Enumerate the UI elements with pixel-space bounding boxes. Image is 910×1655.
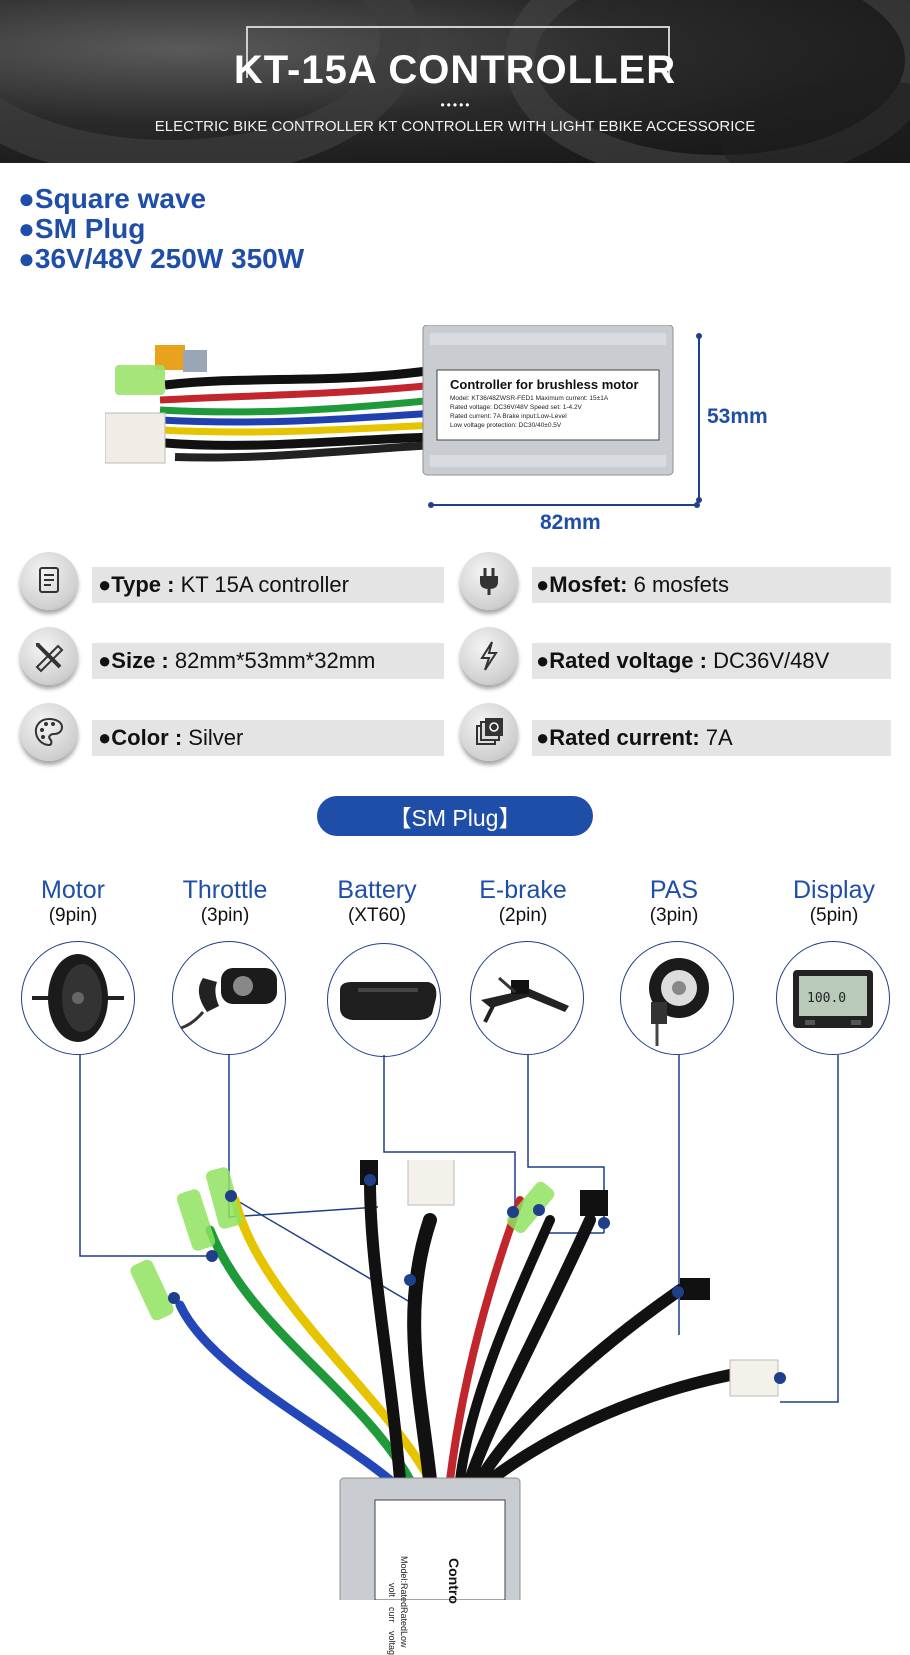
bottom-label-line: Rated volt [387, 1583, 409, 1608]
spec-value: 7A [705, 725, 733, 750]
lcd-display-icon: 100.0 [776, 941, 890, 1055]
label-line: Rated current: 7A Brake input:Low-Level [450, 413, 567, 420]
brake-lever-icon [470, 941, 584, 1055]
connector-pins: (9pin) [48, 905, 98, 926]
dimension-dot [694, 502, 700, 508]
spec-value: KT 15A controller [180, 572, 349, 597]
dimension-dot [696, 497, 702, 503]
spec-label: ●Size : [98, 648, 175, 673]
header-banner: KT-15A CONTROLLER ••••• ELECTRIC BIKE CO… [0, 0, 910, 163]
connector-pins: (3pin) [200, 905, 250, 926]
spec-label: ●Rated current: [536, 725, 706, 750]
feature-item: ●SM Plug [18, 213, 146, 244]
ruler-pencil-icon [20, 627, 78, 685]
connector-pins: (2pin) [498, 905, 548, 926]
banner-title: KT-15A CONTROLLER [233, 48, 677, 92]
spec-size: ●Size : 82mm*53mm*32mm [92, 643, 444, 679]
spec-value: 82mm*53mm*32mm [174, 648, 376, 673]
palette-icon [20, 703, 78, 761]
width-dimension-line [430, 504, 697, 506]
spec-color: ●Color : Silver [92, 720, 444, 756]
label-line: Low voltage protection: DC30/40±0.5V [450, 422, 562, 429]
bottom-label-specs: Model: Rated volt Rated curr Low voltag [386, 1556, 410, 1655]
feature-item: ●Square wave [18, 183, 207, 214]
spec-label: ●Mosfet: [536, 572, 634, 597]
dimension-dot [428, 502, 434, 508]
feature-item: ●36V/48V 250W 350W [18, 243, 305, 274]
document-icon [20, 552, 78, 610]
banner-frame [246, 26, 670, 78]
banner-subtitle: ELECTRIC BIKE CONTROLLER KT CONTROLLER W… [154, 118, 756, 135]
spec-rated-voltage: ●Rated voltage : DC36V/48V [532, 643, 891, 679]
lightning-icon [460, 627, 518, 685]
spec-value: Silver [188, 725, 244, 750]
height-dimension: 53mm [707, 405, 768, 428]
connector-name: E-brake [479, 876, 567, 904]
wire-harness-image [130, 1160, 786, 1600]
spec-value: DC36V/48V [713, 648, 830, 673]
connector-name: PAS [649, 876, 699, 904]
banner-dots: ••••• [440, 98, 472, 112]
connector-pins: (5pin) [809, 905, 859, 926]
connector-name: Battery [337, 876, 417, 904]
height-dimension-line [698, 336, 700, 500]
spec-mosfet: ●Mosfet: 6 mosfets [532, 567, 891, 603]
tire-background-image [0, 0, 910, 163]
spec-rated-current: ●Rated current: 7A [532, 720, 891, 756]
pas-sensor-icon [620, 941, 734, 1055]
bottom-label-line: Low voltag [387, 1631, 409, 1655]
controller-image [105, 325, 674, 476]
connector-pins: (3pin) [649, 905, 699, 926]
throttle-icon [172, 941, 286, 1055]
bottom-label-line: Model: [399, 1556, 409, 1584]
spec-label: ●Type : [98, 572, 181, 597]
plug-icon [460, 552, 518, 610]
svg-text:100.0: 100.0 [807, 991, 846, 1006]
dimension-dot [696, 333, 702, 339]
stack-icon [460, 703, 518, 761]
width-dimension: 82mm [540, 511, 601, 534]
spec-value: 6 mosfets [633, 572, 729, 597]
connector-pins: (XT60) [347, 905, 407, 926]
label-specs: Model: KT36/48ZWSR-FED1 Maximum current:… [450, 394, 665, 430]
connector-name: Throttle [182, 876, 268, 904]
section-title: 【SM Plug】 [317, 796, 593, 836]
spec-label: ●Rated voltage : [536, 648, 714, 673]
bottom-label-line: Rated curr [387, 1607, 409, 1632]
hub-motor-icon [21, 941, 135, 1055]
label-heading: Controller for brushless motor [450, 377, 639, 392]
label-line: Rated voltage: DC36V/48V Speed set: 1-4.… [450, 404, 582, 411]
spec-type: ●Type : KT 15A controller [92, 567, 444, 603]
bottom-label-heading: Contro [446, 1558, 462, 1604]
battery-icon [327, 943, 441, 1057]
spec-label: ●Color : [98, 725, 189, 750]
connector-name: Display [793, 876, 875, 904]
label-line: Model: KT36/48ZWSR-FED1 Maximum current:… [450, 395, 609, 402]
connector-name: Motor [41, 876, 105, 904]
